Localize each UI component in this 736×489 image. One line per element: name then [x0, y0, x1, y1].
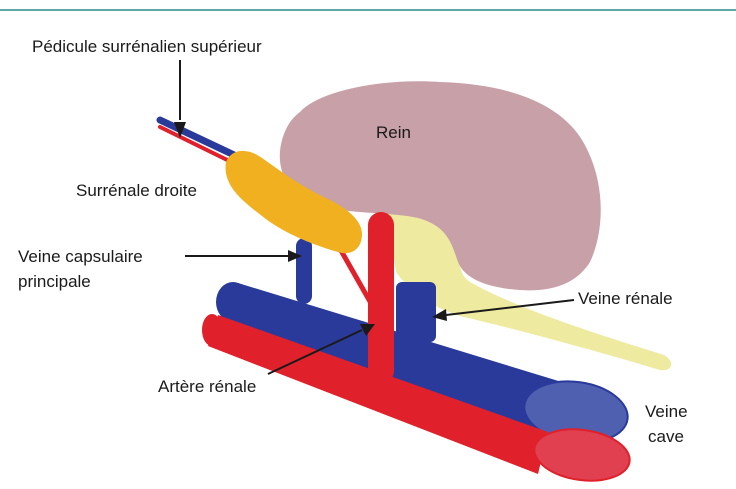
label-surrenale: Surrénale droite	[76, 181, 197, 200]
aorta-left-end	[202, 314, 222, 346]
label-veine-cave-line2: cave	[648, 427, 684, 446]
vena-cava-left-end	[216, 282, 250, 322]
label-veine-renale: Veine rénale	[578, 289, 673, 308]
renal-artery	[368, 212, 394, 384]
label-veine-cave-line1: Veine	[645, 402, 688, 421]
label-artere-renale: Artère rénale	[158, 377, 256, 396]
label-pedicule: Pédicule surrénalien supérieur	[32, 37, 262, 56]
label-rein: Rein	[376, 123, 411, 142]
label-veine-capsulaire-line2: principale	[18, 272, 91, 291]
label-veine-capsulaire-line1: Veine capsulaire	[18, 247, 143, 266]
main-capsular-vein	[296, 238, 312, 304]
renal-vein	[396, 282, 436, 342]
